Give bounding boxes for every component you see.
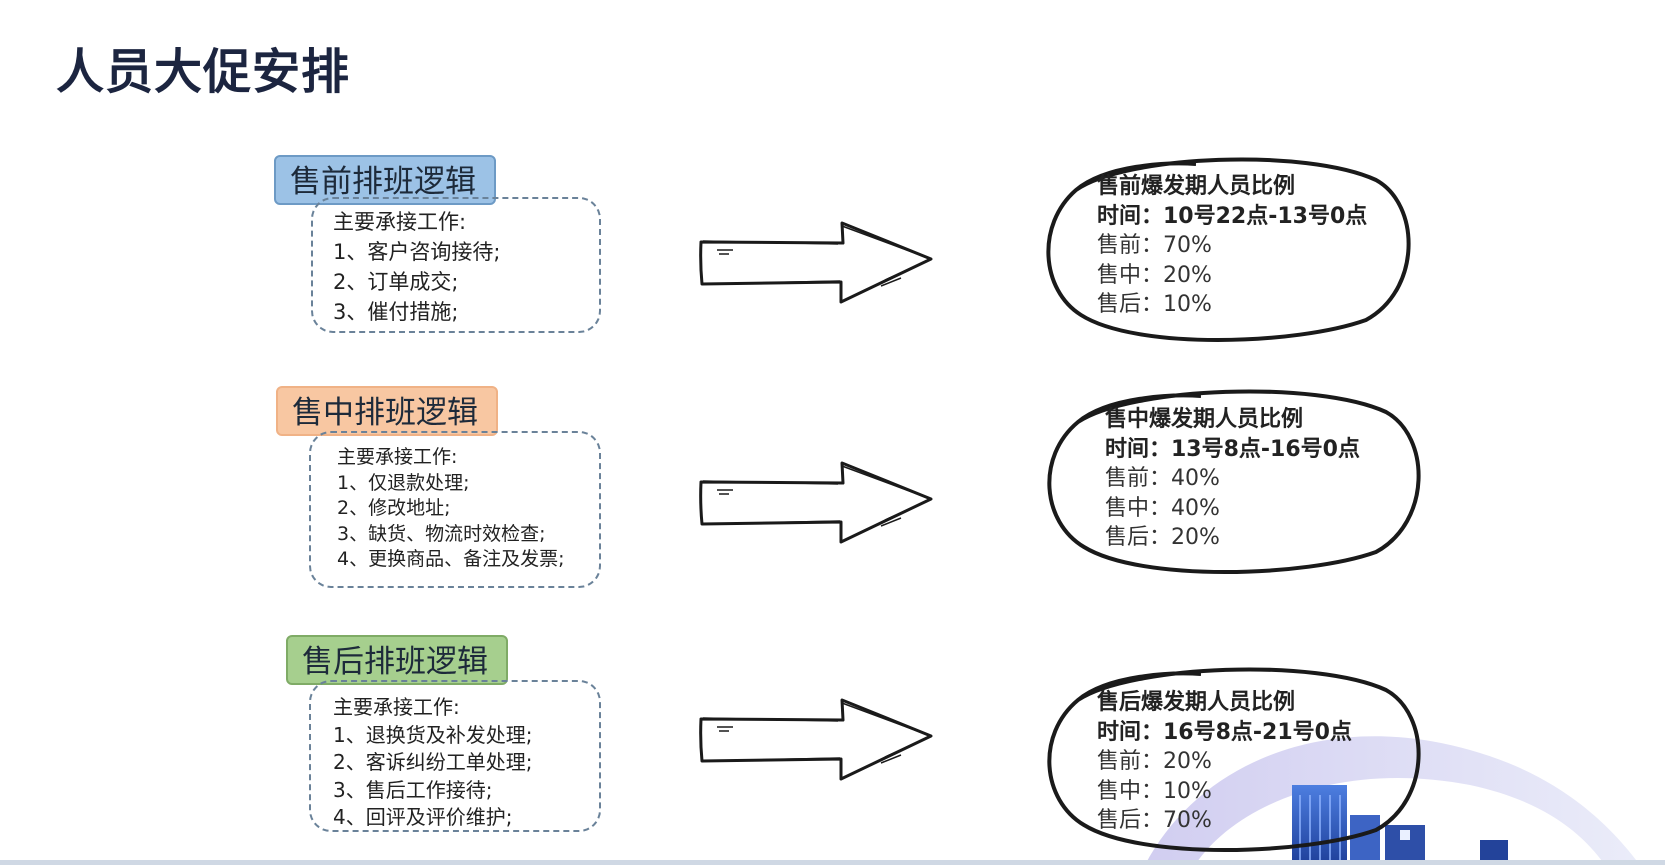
city-illustration-icon [1145,736,1640,865]
ratio-time: 时间：13号8点-16号0点 [1105,436,1360,462]
pre-sale-ratio-ellipse [1046,157,1411,342]
duty-line: 1、客户咨询接待; [333,240,501,264]
duty-line: 3、催付措施; [333,300,459,324]
mid-sale-logic-tag: 售中排班逻辑 [276,386,498,436]
duty-line: 主要承接工作: [333,695,460,719]
pre-sale-ratio-text: 售前爆发期人员比例 时间：10号22点-13号0点 售前：70% 售中：20% … [1097,172,1367,320]
duty-line: 2、修改地址; [337,497,451,519]
arrow-right-icon [699,698,933,781]
ratio-time: 时间：16号8点-21号0点 [1097,719,1352,745]
ratio-row: 售前：40% [1105,466,1220,491]
mid-sale-duties-box: 主要承接工作: 1、仅退款处理; 2、修改地址; 3、缺货、物流时效检查; 4、… [309,431,601,588]
page-title: 人员大促安排 [56,44,351,100]
ratio-row: 售后：20% [1105,525,1220,550]
post-sale-duties-box: 主要承接工作: 1、退换货及补发处理; 2、客诉纠纷工单处理; 3、售后工作接待… [309,680,601,832]
arrow-right-icon [699,461,933,544]
duty-line: 4、回评及评价维护; [333,805,513,829]
ratio-row: 售中：20% [1097,262,1212,288]
duty-line: 1、退换货及补发处理; [333,722,533,747]
mid-sale-ratio-text: 售中爆发期人员比例 时间：13号8点-16号0点 售前：40% 售中：40% 售… [1105,405,1360,553]
duty-line: 4、更换商品、备注及发票; [337,548,565,570]
duty-line: 主要承接工作: [333,210,467,234]
duty-line: 1、仅退款处理; [337,471,470,494]
ratio-row: 售后：70% [1097,808,1212,833]
duty-line: 主要承接工作: [337,446,458,468]
duty-line: 2、客诉纠纷工单处理; [333,750,533,774]
post-sale-logic-tag: 售后排班逻辑 [286,635,508,685]
ratio-row: 售前：70% [1097,233,1212,258]
duty-line: 2、订单成交; [333,270,459,294]
city-buildings-decoration [1140,730,1665,865]
ratio-row: 售后：10% [1097,292,1212,317]
post-sale-ratio-text: 售后爆发期人员比例 时间：16号8点-21号0点 售前：20% 售中：10% 售… [1097,688,1352,836]
ratio-row: 售中：10% [1097,778,1212,804]
bottom-divider [0,860,1665,865]
pre-sale-logic-tag: 售前排班逻辑 [274,155,496,205]
pre-sale-duties-box: 主要承接工作: 1、客户咨询接待; 2、订单成交; 3、催付措施; [311,197,601,333]
duty-line: 3、缺货、物流时效检查; [337,522,546,545]
ratio-row: 售中：40% [1105,495,1220,521]
ratio-time: 时间：10号22点-13号0点 [1097,203,1368,229]
ratio-heading: 售中爆发期人员比例 [1105,407,1304,432]
ratio-heading: 售后爆发期人员比例 [1097,690,1296,715]
duty-line: 3、售后工作接待; [333,777,493,802]
post-sale-ratio-ellipse [1047,667,1421,852]
mid-sale-ratio-ellipse [1047,389,1421,574]
ratio-heading: 售前爆发期人员比例 [1097,174,1296,199]
arrow-right-icon [699,221,933,304]
ratio-row: 售前：20% [1097,749,1212,774]
